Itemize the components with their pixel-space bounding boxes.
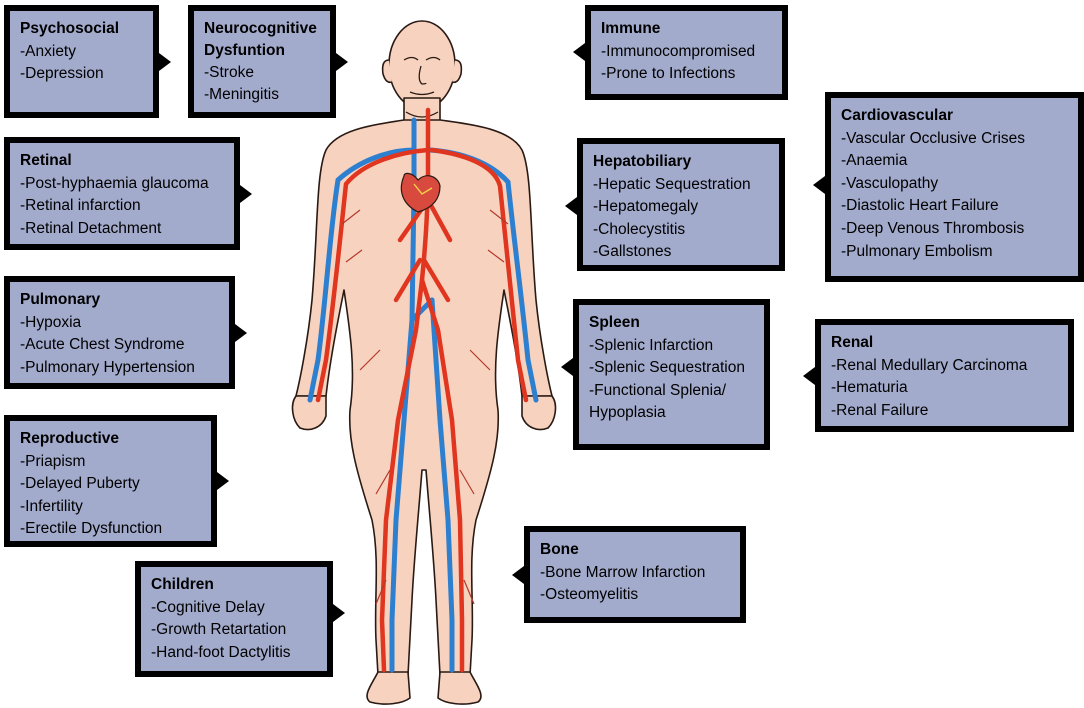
psychosocial-item: -Anxiety — [20, 42, 76, 60]
bone-title: Bone — [540, 541, 579, 558]
neurocognitive-title-line1: Neurocognitive — [204, 20, 317, 37]
hepatobiliary-item: -Hepatomegaly — [593, 198, 699, 216]
reproductive-item: -Priapism — [20, 452, 86, 470]
retinal-pointer — [240, 185, 252, 203]
cardiovascular-pointer — [813, 176, 825, 194]
left-foot — [366, 671, 411, 705]
pulmonary-item: -Pulmonary Hypertension — [20, 358, 195, 376]
renal-title: Renal — [831, 334, 874, 351]
right-hand — [521, 395, 557, 431]
cardiovascular-item: -Pulmonary Embolism — [841, 242, 993, 260]
hepatobiliary-box: Hepatobiliary -Hepatic Sequestration -He… — [577, 138, 785, 271]
reproductive-title: Reproductive — [20, 430, 120, 447]
children-item: -Cognitive Delay — [151, 598, 265, 616]
hepatobiliary-item: -Hepatic Sequestration — [593, 175, 751, 193]
reproductive-box: Reproductive -Priapism -Delayed Puberty … — [4, 415, 217, 547]
immune-box: Immune -Immunocompromised -Prone to Infe… — [585, 5, 788, 100]
right-foot — [437, 671, 482, 705]
neurocognitive-title-line2: Dysfuntion — [204, 42, 285, 59]
psychosocial-box: Psychosocial -Anxiety -Depression — [4, 5, 159, 118]
cardiovascular-item: -Vascular Occlusive Crises — [841, 129, 1026, 147]
neurocognitive-item: -Meningitis — [204, 86, 279, 103]
reproductive-item: -Infertility — [20, 497, 83, 515]
renal-pointer — [803, 367, 815, 385]
children-item: -Growth Retartation — [151, 621, 287, 639]
hepatobiliary-item: -Gallstones — [593, 243, 672, 261]
cardiovascular-item: -Diastolic Heart Failure — [841, 197, 999, 215]
spleen-title: Spleen — [589, 314, 640, 331]
spleen-item: Hypoplasia — [589, 404, 666, 422]
renal-item: -Hematuria — [831, 379, 908, 397]
psychosocial-item: -Depression — [20, 65, 104, 83]
pulmonary-item: -Acute Chest Syndrome — [20, 336, 185, 354]
renal-item: -Renal Failure — [831, 401, 929, 419]
reproductive-pointer — [217, 472, 229, 490]
spleen-item: -Splenic Sequestration — [589, 359, 745, 377]
reproductive-item: -Delayed Puberty — [20, 475, 140, 493]
cardiovascular-item: -Vasculopathy — [841, 174, 939, 192]
bone-box: Bone -Bone Marrow Infarction -Osteomyeli… — [524, 526, 746, 623]
spleen-box: Spleen -Splenic Infarction -Splenic Sequ… — [573, 299, 770, 450]
spleen-item: -Splenic Infarction — [589, 336, 714, 354]
psychosocial-title: Psychosocial — [20, 20, 120, 37]
cardiovascular-box: Cardiovascular -Vascular Occlusive Crise… — [825, 92, 1084, 282]
pulmonary-title: Pulmonary — [20, 291, 101, 308]
bone-pointer — [512, 566, 524, 584]
left-hand — [291, 395, 327, 431]
immune-title: Immune — [601, 20, 661, 37]
immune-item: -Prone to Infections — [601, 65, 736, 83]
torso — [295, 119, 553, 676]
hepatobiliary-item: -Cholecystitis — [593, 220, 686, 238]
hepatobiliary-pointer — [565, 197, 577, 215]
spleen-item: -Functional Splenia/ — [589, 381, 726, 399]
immune-item: -Immunocompromised — [601, 42, 756, 60]
cardiovascular-item: -Anaemia — [841, 152, 908, 170]
retinal-item: -Post-hyphaemia glaucoma — [20, 174, 209, 192]
children-title: Children — [151, 576, 214, 593]
bone-item: -Bone Marrow Infarction — [540, 563, 706, 581]
renal-box: Renal -Renal Medullary Carcinoma -Hematu… — [815, 319, 1074, 432]
neurocognitive-box: Neurocognitive Dysfuntion -Stroke -Menin… — [188, 5, 336, 118]
hepatobiliary-title: Hepatobiliary — [593, 153, 692, 170]
children-item: -Hand-foot Dactylitis — [151, 643, 291, 661]
immune-pointer — [573, 43, 585, 61]
reproductive-item: -Erectile Dysfunction — [20, 520, 163, 538]
neurocognitive-item: -Stroke — [204, 64, 254, 81]
pulmonary-item: -Hypoxia — [20, 313, 82, 331]
pulmonary-pointer — [235, 324, 247, 342]
children-box: Children -Cognitive Delay -Growth Retart… — [135, 561, 333, 677]
head — [388, 20, 456, 110]
retinal-title: Retinal — [20, 152, 72, 169]
renal-item: -Renal Medullary Carcinoma — [831, 356, 1028, 374]
cardiovascular-item: -Deep Venous Thrombosis — [841, 219, 1025, 237]
pulmonary-box: Pulmonary -Hypoxia -Acute Chest Syndrome… — [4, 276, 235, 389]
neurocognitive-pointer — [336, 53, 348, 71]
cardiovascular-title: Cardiovascular — [841, 107, 953, 124]
retinal-item: -Retinal infarction — [20, 197, 141, 215]
bone-item: -Osteomyelitis — [540, 586, 639, 604]
retinal-box: Retinal -Post-hyphaemia glaucoma -Retina… — [4, 137, 240, 250]
psychosocial-pointer — [159, 53, 171, 71]
spleen-pointer — [561, 358, 573, 376]
retinal-item: -Retinal Detachment — [20, 219, 162, 237]
children-pointer — [333, 604, 345, 622]
